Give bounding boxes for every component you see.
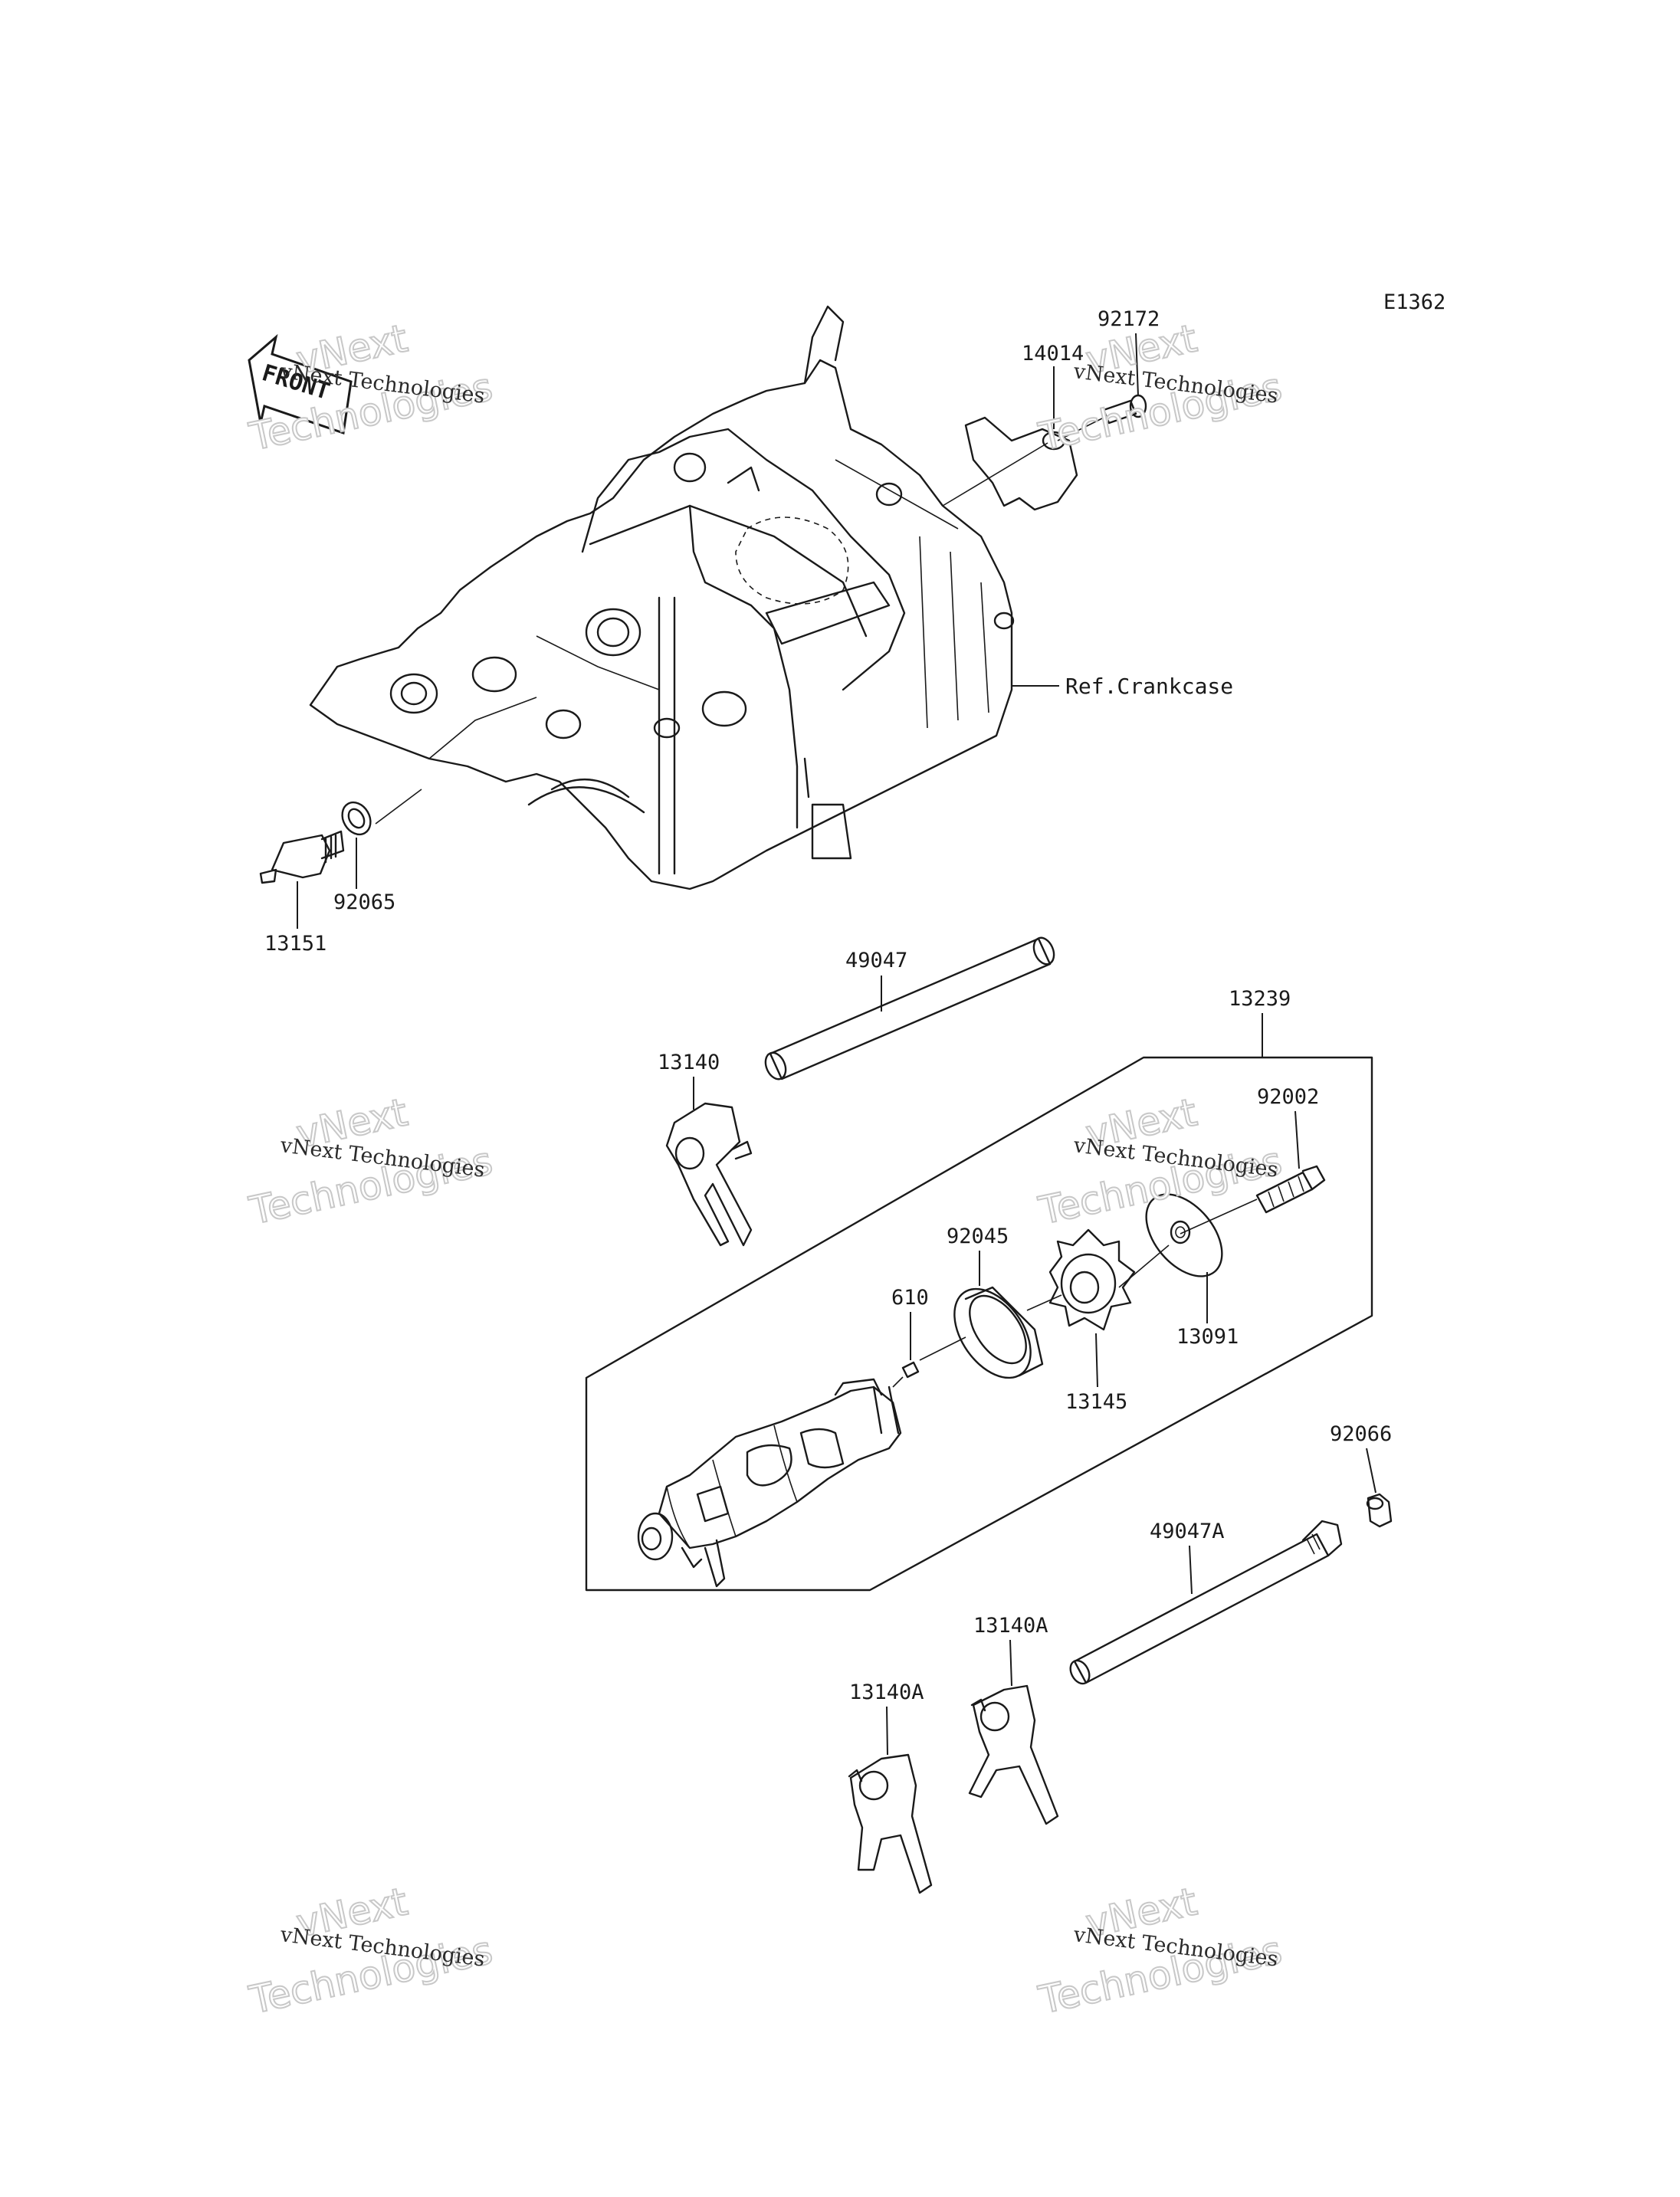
part-label-92066: 92066 (1330, 1422, 1392, 1446)
crankcase-illustration (309, 305, 1147, 890)
part-label-92045: 92045 (947, 1225, 1009, 1248)
assembly-line-92172 (1057, 417, 1104, 441)
shift-fork-13140A-right-icon (968, 1684, 1059, 1825)
shift-fork-13140-icon (665, 1102, 753, 1247)
fork-shaft-49047A-icon (1069, 1520, 1343, 1685)
reference-crankcase: Ref.Crankcase (1065, 674, 1233, 699)
bearing-92045-icon (953, 1286, 1044, 1379)
part-label-92002: 92002 (1257, 1085, 1319, 1109)
assembly-line-92065 (375, 789, 422, 825)
part-label-13140A-left: 13140A (849, 1681, 924, 1704)
part-label-13239: 13239 (1229, 987, 1291, 1011)
shift-drum-icon (637, 1378, 902, 1588)
assembly-line-14014 (942, 442, 1048, 507)
part-label-92172: 92172 (1098, 307, 1160, 331)
neutral-switch-13151-icon (259, 830, 345, 884)
part-label-13151: 13151 (264, 932, 326, 956)
part-label-49047: 49047 (845, 949, 907, 972)
diagram-code: E1362 (1383, 290, 1445, 314)
part-label-92065: 92065 (333, 890, 395, 914)
shift-fork-13140A-left-icon (848, 1753, 933, 1894)
shift-cam-13145-icon (1048, 1228, 1136, 1331)
part-label-14014: 14014 (1022, 342, 1084, 366)
plate-13091-icon (1145, 1193, 1223, 1277)
part-label-13145: 13145 (1065, 1390, 1127, 1414)
part-label-610: 610 (891, 1286, 929, 1310)
part-label-49047A: 49047A (1150, 1520, 1225, 1543)
bolt-92002-icon (1255, 1165, 1326, 1214)
fork-shaft-49047-icon (764, 936, 1055, 1080)
part-label-13140: 13140 (658, 1051, 720, 1074)
cap-92066-icon (1366, 1493, 1393, 1528)
part-label-13091: 13091 (1176, 1325, 1239, 1349)
assembly-13239-outline (585, 1056, 1373, 1592)
washer-92065-icon (341, 801, 372, 836)
pin-610-icon (901, 1361, 920, 1379)
part-label-13140A-right: 13140A (973, 1614, 1048, 1638)
